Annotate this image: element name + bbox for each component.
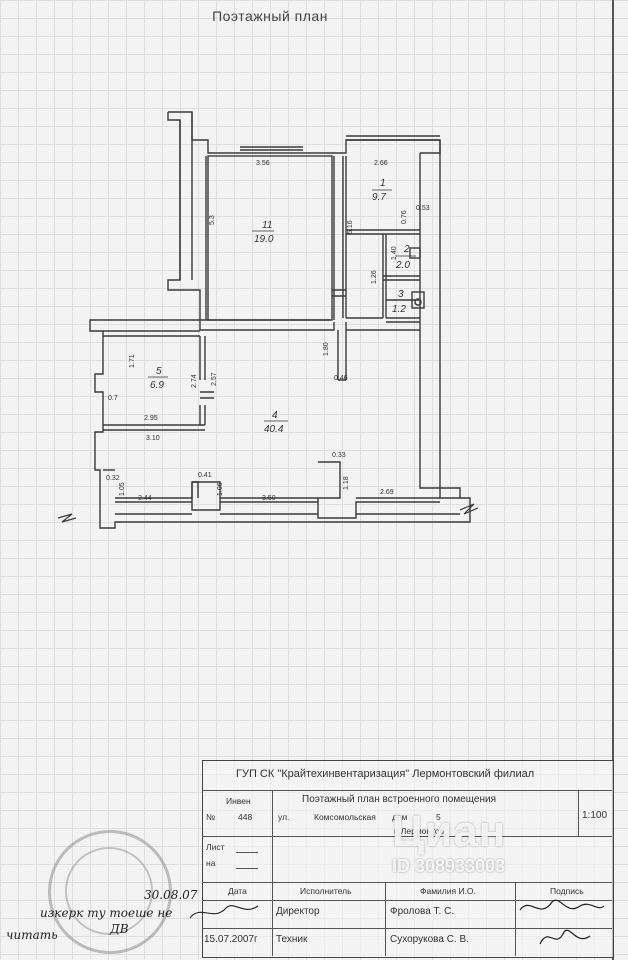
sheet-label: Лист [206,842,225,852]
dim-label: 2.66 [374,160,388,167]
dim-label: 3.56 [256,160,270,167]
room-4-area: 40.4 [264,424,284,435]
dim-label: 3.10 [146,435,160,442]
sheet-blank [236,868,258,869]
sheet-sub-label: на [206,858,216,868]
dim-label: 2.44 [138,495,152,502]
room-3-area: 1.2 [392,304,406,315]
row2-date: 15.07.2007г [204,934,258,945]
handwritten-initials: ДВ [110,922,129,936]
dim-label: 0.53 [416,205,430,212]
tb-rule [385,882,386,956]
inventory-header: Инвен [226,796,251,806]
dim-label: 1.06 [217,482,224,496]
dim-label: 0.32 [106,475,120,482]
room-3-number: 3 [398,289,404,300]
break-marks [57,503,479,523]
tb-rule [515,882,516,956]
col-date: Дата [228,886,247,896]
sheet-edge [612,0,614,960]
room-1-number: 1 [380,178,386,189]
watermark-logo: Циан [392,807,507,856]
col-sign: Подпись [550,886,584,896]
tb-rule [202,790,612,791]
dim-label: 2.95 [144,415,158,422]
dim-label: 0.76 [401,210,408,224]
dim-label: 1.26 [371,270,378,284]
room-5-area: 6.9 [150,380,164,391]
handwritten-date: 30.08.07 [144,888,198,902]
watermark-id: ID 308933003 [392,856,506,876]
tb-rule [202,882,612,883]
dim-label: 1.71 [129,354,136,368]
dim-label: 1.80 [323,342,330,356]
house-number: 5 [436,812,441,822]
dim-label: 3.50 [262,495,276,502]
dim-label: 1.40 [391,246,398,260]
seal-inner-ring [65,847,153,935]
inventory-no-label: № [206,812,216,822]
dimension-labels: 3.56 2.66 5.3 5.16 0.53 0.76 1.40 1.26 1… [106,160,430,502]
handwritten-note: изкерк ту тоеше не [40,906,173,920]
room-5-number: 5 [156,366,162,377]
signature-3 [189,905,259,919]
signature-2 [539,929,591,945]
tb-rule [272,790,273,956]
dim-label: 0.46 [334,375,348,382]
tb-rule [202,900,612,901]
tb-rule [202,928,612,929]
street-name: Комсомольская [314,812,376,822]
row2-name: Сухорукова С. В. [390,934,469,945]
dim-label: 2.57 [211,372,218,386]
house-label: дом [392,812,408,822]
col-name: Фамилия И.О. [420,886,476,896]
row1-role: Директор [276,906,320,917]
dim-label: 0.7 [108,395,118,402]
dim-label: 2.69 [380,489,394,496]
dim-label: 0.41 [198,472,212,479]
room-1-area: 9.7 [372,192,386,203]
plan-title: Поэтажный план встроенного помещения [302,794,496,805]
dim-label: 2.74 [191,374,198,388]
seal-stamp [48,830,172,954]
signature-1 [519,899,605,911]
room-labels: 11 19.0 1 9.7 2 2.0 3 1.2 5 6.9 4 40.4 [148,178,416,435]
col-executor: Исполнитель [300,886,352,896]
tb-rule [202,836,612,837]
watermark: Циан ID 308933003 [392,810,592,890]
inventory-number: 448 [238,812,253,822]
dim-label: 5.3 [209,215,216,225]
dim-label: 0.33 [332,452,346,459]
street-prefix: ул. [278,812,290,822]
dim-label: 1.18 [343,476,350,490]
dim-label: 5.16 [347,220,354,234]
title-block [202,760,614,958]
handwritten-note-2: читать [6,928,58,942]
room-4-number: 4 [272,410,278,421]
tb-rule [578,790,579,836]
org-name: ГУП СК "Крайтехинвентаризация" Лермонтов… [236,768,535,780]
row2-role: Техник [276,934,308,945]
row1-name: Фролова Т. С. [390,906,455,917]
room-11-area: 19.0 [254,234,274,245]
city: г. Лермонтов [394,826,445,836]
plan-walls [89,111,471,529]
sheet-blank [236,852,258,853]
room-2-area: 2.0 [395,260,410,271]
room-11-number: 11 [262,220,272,231]
scale: 1:100 [582,810,608,821]
room-2-number: 2 [403,244,410,255]
document-title: Поэтажный план [212,8,328,24]
dim-label: 1.05 [119,482,126,496]
